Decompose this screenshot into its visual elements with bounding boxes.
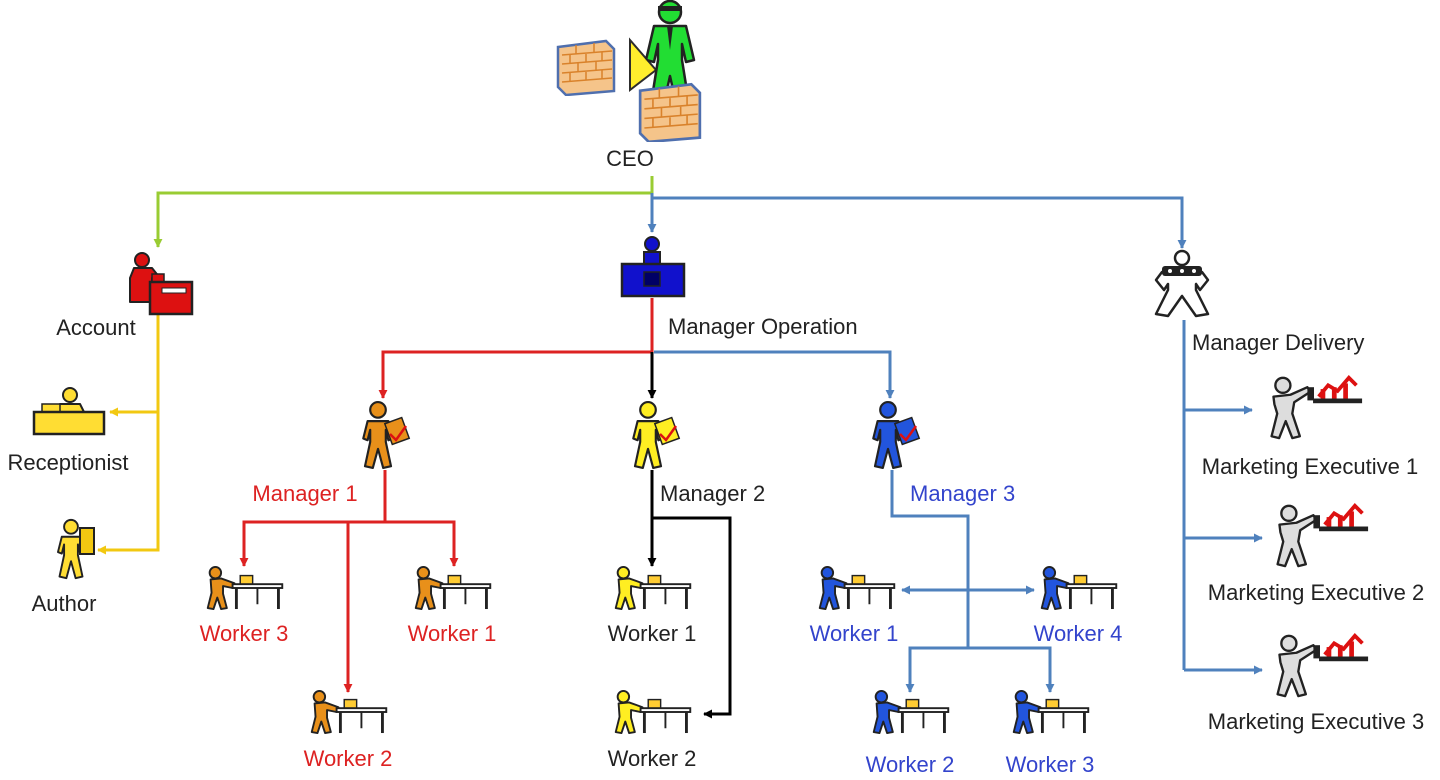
connector-mgr-op-manager3 <box>654 350 895 399</box>
connector-manager3-worker2 <box>905 646 968 693</box>
worker-at-desk-icon <box>1040 565 1118 611</box>
author-label: Author <box>32 591 97 616</box>
manager-delivery-label: Manager Delivery <box>1192 330 1364 355</box>
presenter-chart-icon <box>1275 633 1370 698</box>
accountant-desk-icon <box>129 252 194 316</box>
m1-worker2-label: Worker 2 <box>304 746 393 771</box>
receptionist-label: Receptionist <box>7 450 128 475</box>
worker-at-desk-icon <box>1012 689 1090 735</box>
operations-manager-icon <box>620 236 686 298</box>
connector-ceo-manager-delivery <box>652 196 1187 249</box>
manager-clipboard-icon <box>632 400 681 470</box>
connector-mgr-op-manager1 <box>378 350 652 399</box>
manager-clipboard-icon <box>872 400 921 470</box>
connector-manager1-worker1 <box>385 520 459 567</box>
m3-worker2-label: Worker 2 <box>866 752 955 777</box>
worker-at-desk-icon <box>818 565 896 611</box>
worker-at-desk-icon <box>614 689 692 735</box>
worker-at-desk-icon <box>206 565 284 611</box>
m3-worker3-label: Worker 3 <box>1006 752 1095 777</box>
worker-at-desk-icon <box>614 565 692 611</box>
connector-manager3-worker3 <box>968 646 1055 693</box>
m1-worker1-label: Worker 1 <box>408 621 497 646</box>
businessman-firewall-icon <box>556 0 702 142</box>
connector-manager2-worker2 <box>652 516 732 719</box>
manager-clipboard-icon <box>362 400 411 470</box>
mkt-exec2-label: Marketing Executive 2 <box>1208 580 1424 605</box>
delivery-manager-icon <box>1154 249 1210 318</box>
mkt-exec1-label: Marketing Executive 1 <box>1202 454 1418 479</box>
m2-worker2-label: Worker 2 <box>608 746 697 771</box>
connector-ceo-account <box>153 191 652 248</box>
worker-at-desk-icon <box>872 689 950 735</box>
worker-at-desk-icon <box>414 565 492 611</box>
account-label: Account <box>56 315 136 340</box>
m3-worker1-label: Worker 1 <box>810 621 899 646</box>
author-walking-icon <box>56 518 95 580</box>
connector-account-author <box>97 314 160 555</box>
m2-worker1-label: Worker 1 <box>608 621 697 646</box>
mkt-exec3-label: Marketing Executive 3 <box>1208 709 1424 734</box>
m1-worker3-label: Worker 3 <box>200 621 289 646</box>
manager1-label: Manager 1 <box>252 481 357 506</box>
m3-worker4-label: Worker 4 <box>1034 621 1123 646</box>
ceo-label: CEO <box>606 146 654 171</box>
manager-operation-label: Manager Operation <box>668 314 858 339</box>
connector-manager3-trunk <box>890 470 970 648</box>
manager2-label: Manager 2 <box>660 481 765 506</box>
receptionist-desk-icon <box>32 387 106 436</box>
presenter-chart-icon <box>1275 503 1370 568</box>
connector-lines <box>97 176 1263 719</box>
manager3-label: Manager 3 <box>910 481 1015 506</box>
connector-manager1-worker3 <box>239 520 385 567</box>
worker-at-desk-icon <box>310 689 388 735</box>
presenter-chart-icon <box>1269 375 1364 440</box>
